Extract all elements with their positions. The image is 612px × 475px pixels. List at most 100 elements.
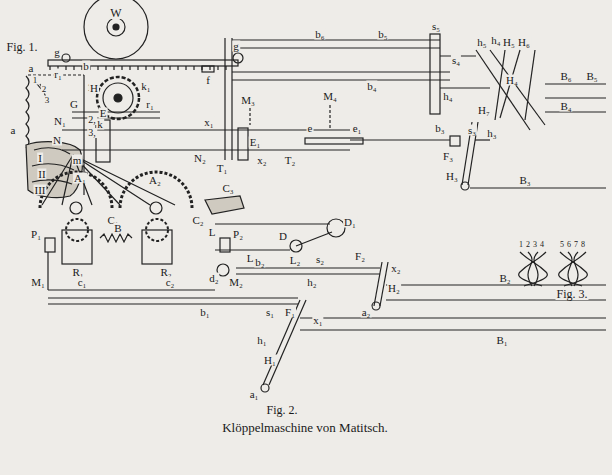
part-label: b₂ xyxy=(254,257,265,268)
part-label: r₁ xyxy=(145,99,155,110)
part-label: s₅ xyxy=(431,21,441,32)
part-label: T₂ xyxy=(284,155,297,166)
part-label: N₂ xyxy=(193,153,207,164)
part-label: r₁ xyxy=(53,69,63,80)
figure-caption: Klöppelmaschine von Matitsch. xyxy=(220,420,390,436)
part-label: H₇ xyxy=(477,105,491,116)
part-label: e₁ xyxy=(352,123,363,134)
part-label: N₁ xyxy=(53,116,67,127)
part-label: x₂ xyxy=(256,155,267,166)
part-label: D xyxy=(278,231,288,242)
part-label: H₅ xyxy=(502,37,516,48)
levers xyxy=(48,219,606,392)
top-drive xyxy=(48,0,606,160)
frame-rods xyxy=(62,105,606,190)
part-label: a₂ xyxy=(361,307,372,318)
part-label: b₄ xyxy=(366,81,377,92)
part-label: f xyxy=(205,75,211,86)
part-label: P₂ xyxy=(232,229,244,240)
part-label: D₁ xyxy=(343,217,357,228)
part-label: M₄ xyxy=(322,91,338,102)
part-label: B₅ xyxy=(585,71,598,82)
part-label: a xyxy=(10,125,17,136)
part-label: A₁ xyxy=(73,173,87,184)
part-label: B₆ xyxy=(559,71,572,82)
part-label: b₆ xyxy=(314,29,325,40)
part-label: 2 xyxy=(525,241,531,249)
part-label: B₄ xyxy=(559,101,572,112)
part-label: H₆ xyxy=(517,37,531,48)
part-label: x₂ xyxy=(390,263,401,274)
part-label: W xyxy=(109,7,122,19)
part-label: a xyxy=(28,63,35,74)
part-label: I xyxy=(37,153,43,164)
part-label: b xyxy=(82,61,90,72)
part-label: 4 xyxy=(539,241,545,249)
part-label: L₂ xyxy=(289,255,302,266)
part-label: e xyxy=(307,123,314,134)
part-label: H₃ xyxy=(445,171,459,182)
part-label: s₂ xyxy=(315,254,325,265)
part-label: x₁ xyxy=(312,315,323,326)
part-label: C₂ xyxy=(191,215,204,226)
part-label: 1 xyxy=(32,76,39,85)
part-label: F₁ xyxy=(284,307,296,318)
part-label: B₁ xyxy=(495,335,508,346)
part-label: A₂ xyxy=(148,175,162,186)
part-label: h₅ xyxy=(476,37,487,48)
part-label: 7 xyxy=(573,241,579,249)
part-label: M₂ xyxy=(228,277,244,288)
bobbin-gears xyxy=(40,155,244,290)
part-label: 3 xyxy=(532,241,538,249)
part-label: L xyxy=(208,227,217,238)
part-label: G xyxy=(69,99,79,110)
part-label: a₁ xyxy=(249,389,260,400)
part-label: 5 xyxy=(559,241,565,249)
part-label: F₂ xyxy=(354,251,366,262)
part-label: g xyxy=(232,41,240,52)
part-label: H₁ xyxy=(263,355,277,366)
part-label: 3, xyxy=(87,128,97,138)
part-label: s₄ xyxy=(451,55,461,66)
part-label: E₁ xyxy=(249,137,262,148)
part-label: III xyxy=(34,185,47,196)
part-label: Fig. 2. xyxy=(265,404,298,416)
part-label: h₄ xyxy=(442,91,453,102)
part-label: Fig. 3. xyxy=(555,288,588,300)
part-label: s₁ xyxy=(265,307,275,318)
part-label: c₁ xyxy=(77,277,88,288)
part-label: h₃ xyxy=(486,128,497,139)
part-label: 2 xyxy=(41,85,48,94)
part-label: P₁ xyxy=(30,229,42,240)
part-label: II xyxy=(37,169,46,180)
part-label: Fig. 1. xyxy=(5,41,38,53)
part-label: B xyxy=(113,223,122,234)
part-label: M₃ xyxy=(240,95,256,106)
part-label: B₂ xyxy=(498,273,511,284)
part-label: b₁ xyxy=(199,307,210,318)
part-label: b₅ xyxy=(377,29,388,40)
fig3-braid xyxy=(519,252,588,286)
part-label: B₃ xyxy=(518,175,531,186)
part-label: N xyxy=(52,135,62,146)
part-label: C₃ xyxy=(221,183,234,194)
part-label: 8 xyxy=(580,241,586,249)
part-label: 6 xyxy=(566,241,572,249)
part-label: m xyxy=(72,155,83,166)
part-label: H xyxy=(89,83,99,94)
part-label: k₁ xyxy=(140,81,151,92)
part-label: h₁ xyxy=(256,335,267,346)
part-label: k xyxy=(96,119,104,130)
part-label: E xyxy=(99,108,108,119)
part-label: F₃ xyxy=(442,151,454,162)
part-label: h₄ xyxy=(490,35,501,46)
part-label: H₄ xyxy=(505,75,519,86)
part-label: h₂ xyxy=(306,277,317,288)
part-label: x₁ xyxy=(203,117,214,128)
part-label: H₂ xyxy=(387,283,401,294)
part-label: 1 xyxy=(518,241,524,249)
part-label: T₁ xyxy=(216,163,229,174)
part-label: g xyxy=(53,47,61,58)
part-label: c₂ xyxy=(165,277,176,288)
